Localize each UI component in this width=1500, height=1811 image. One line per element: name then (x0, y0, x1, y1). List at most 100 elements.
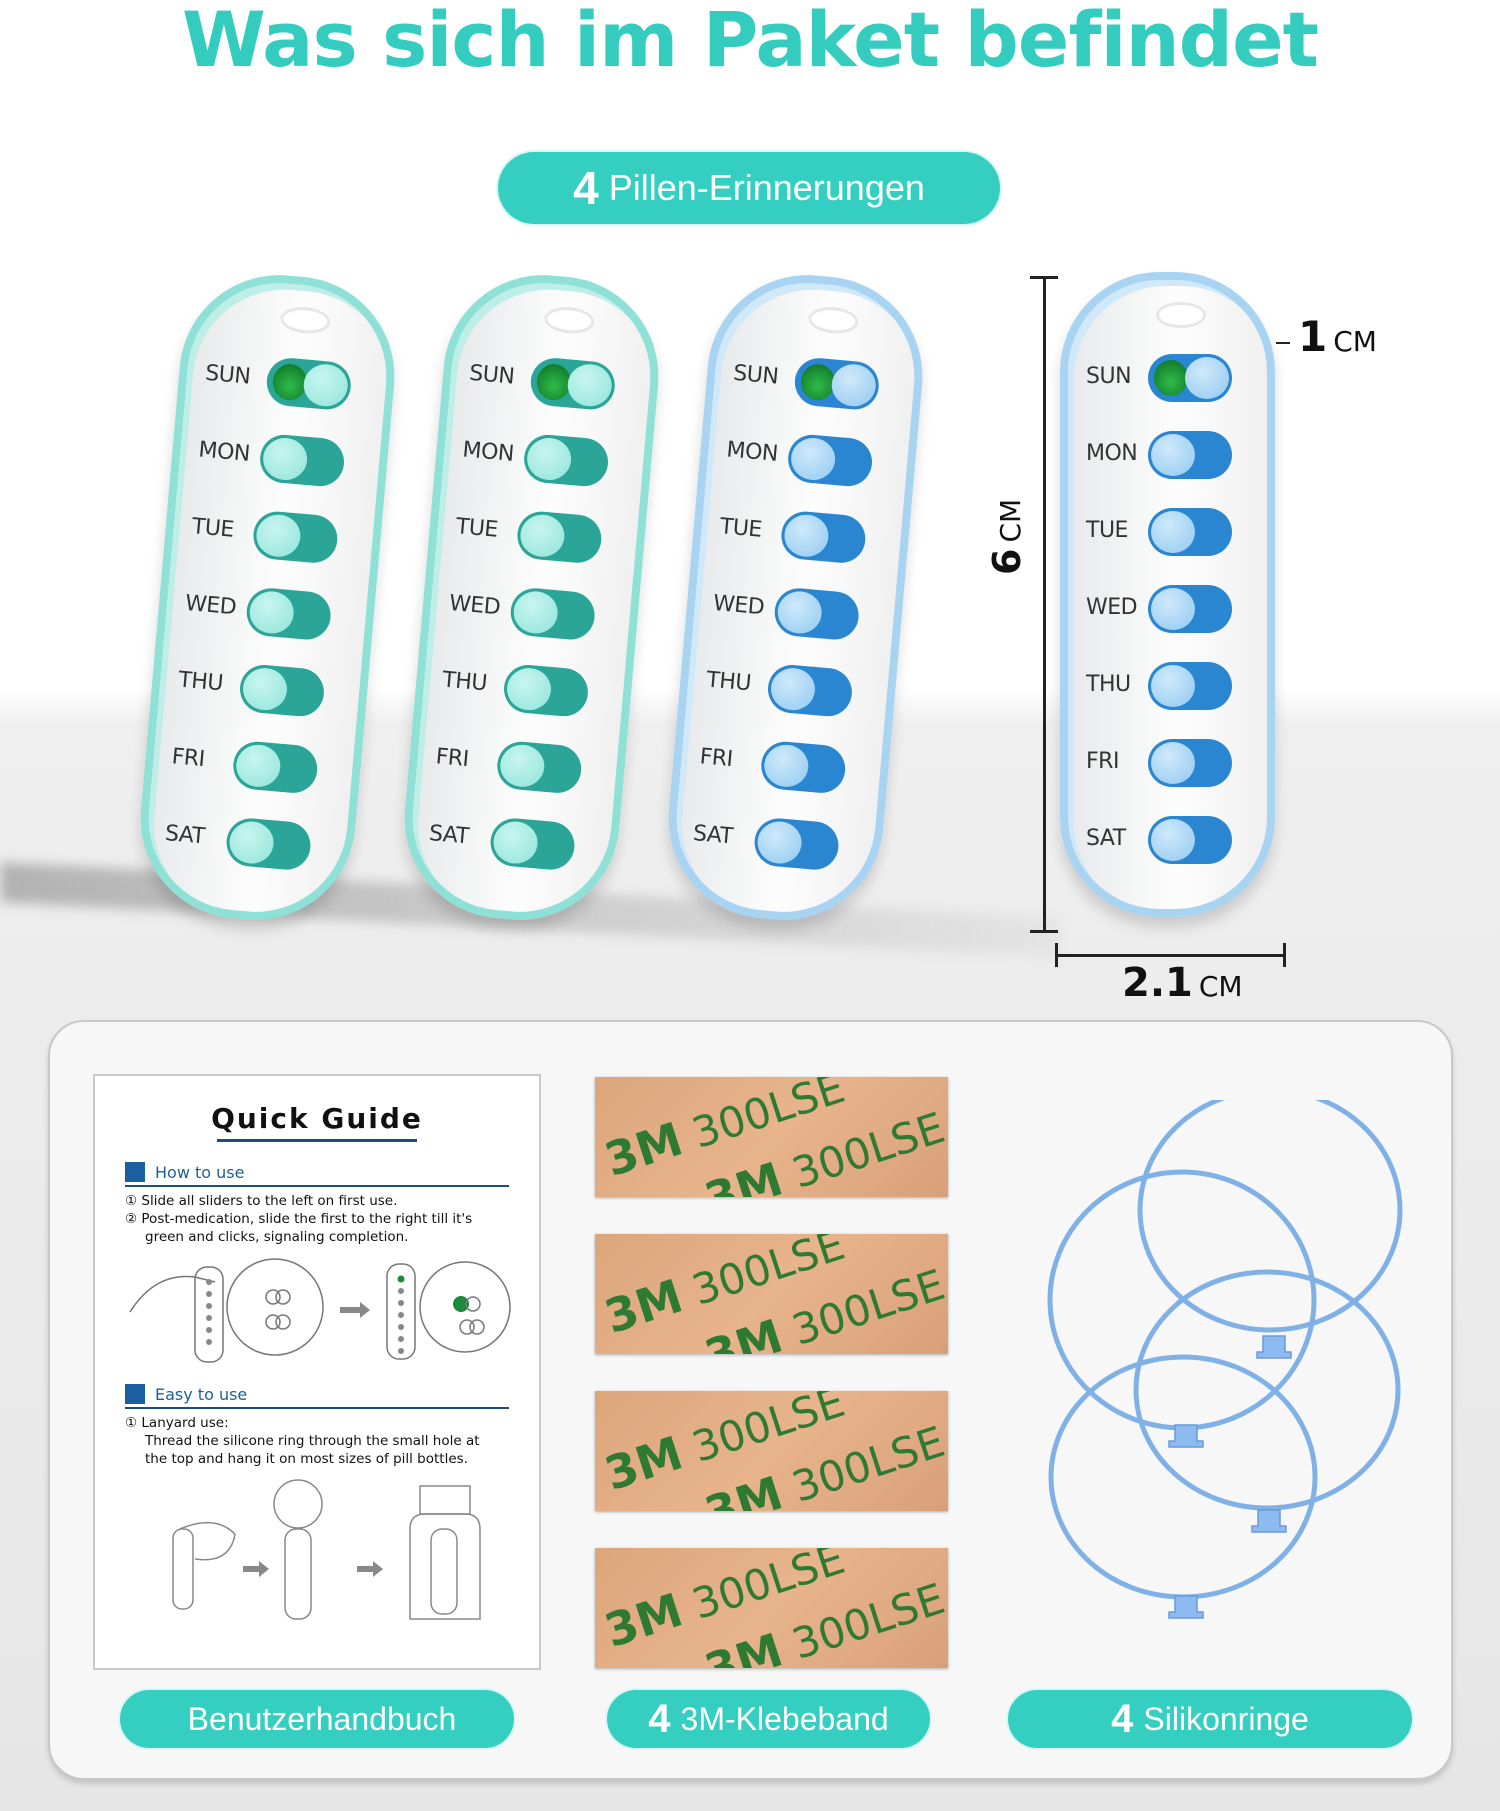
day-slot-wed: WED (693, 575, 896, 646)
day-slider[interactable] (264, 356, 353, 412)
day-label: THU (441, 667, 488, 697)
day-slider[interactable] (1148, 816, 1232, 864)
slider-knob[interactable] (789, 436, 837, 482)
slider-knob[interactable] (829, 362, 878, 409)
height-dimension-cap-top (1030, 276, 1058, 279)
day-label: WED (184, 590, 238, 621)
day-slider[interactable] (495, 739, 584, 795)
day-slot-tue: TUE (172, 499, 375, 570)
day-slider[interactable] (1148, 431, 1232, 479)
slider-knob[interactable] (511, 589, 560, 636)
how-to-step-2-cont: green and clicks, signaling completion. (145, 1229, 409, 1245)
top-badge-label: Pillen-Erinnerungen (608, 167, 925, 208)
day-slider[interactable] (779, 509, 868, 565)
slider-knob[interactable] (769, 666, 817, 712)
slider-knob[interactable] (491, 819, 540, 866)
slider-knob[interactable] (1151, 588, 1195, 630)
day-label: TUE (718, 514, 763, 543)
day-label: SAT (691, 821, 734, 850)
day-label: MON (1086, 441, 1138, 466)
slider-knob[interactable] (254, 512, 303, 559)
day-label: SUN (468, 360, 516, 390)
width-dimension-cap-left (1055, 943, 1058, 967)
day-label: TUE (190, 514, 235, 543)
day-slider[interactable] (1148, 739, 1232, 787)
day-slider[interactable] (1148, 662, 1232, 710)
slider-knob[interactable] (782, 512, 831, 559)
day-slot-fri: FRI (415, 729, 618, 800)
slider-knob[interactable] (301, 362, 350, 409)
slider-knob[interactable] (1151, 434, 1195, 476)
day-slot-mon: MON (1068, 427, 1267, 481)
day-slider[interactable] (786, 432, 875, 489)
day-slider[interactable] (488, 816, 577, 872)
day-slider[interactable] (522, 432, 611, 489)
day-slider[interactable] (231, 739, 320, 795)
day-slider[interactable] (1148, 508, 1232, 556)
slider-knob[interactable] (234, 743, 283, 789)
lanyard-hole (1156, 302, 1206, 328)
day-slider[interactable] (766, 663, 854, 719)
slider-knob[interactable] (505, 666, 553, 712)
day-label: SUN (732, 360, 780, 390)
day-slider[interactable] (508, 586, 597, 642)
day-slot-fri: FRI (1068, 735, 1267, 789)
slider-knob[interactable] (762, 743, 811, 789)
slider-knob[interactable] (775, 589, 824, 636)
day-slider[interactable] (752, 816, 841, 872)
day-slider[interactable] (244, 586, 333, 642)
day-slot-thu: THU (422, 652, 625, 723)
day-slider[interactable] (502, 663, 590, 719)
slider-usage-illustration (125, 1252, 511, 1372)
green-indicator-icon (271, 362, 309, 402)
day-slider[interactable] (515, 509, 604, 565)
easy-step-1-detail-cont: the top and hang it on most sizes of pil… (145, 1451, 468, 1467)
day-slider[interactable] (251, 509, 340, 565)
day-label: SAT (163, 821, 206, 850)
label-3m-tape: 4 3M-Klebeband (607, 1690, 930, 1748)
day-slider[interactable] (528, 356, 617, 412)
day-label: MON (725, 437, 779, 467)
title-underline (217, 1139, 417, 1142)
slider-knob[interactable] (227, 819, 276, 866)
day-slot-mon: MON (442, 422, 645, 493)
day-slot-fri: FRI (679, 729, 882, 800)
slider-knob[interactable] (1151, 742, 1195, 784)
slider-knob[interactable] (755, 819, 804, 866)
day-label: SAT (1086, 826, 1126, 851)
easy-step-1: ① Lanyard use: (125, 1415, 229, 1431)
lanyard-hole (543, 305, 596, 336)
slider-knob[interactable] (247, 589, 296, 636)
slider-knob[interactable] (1151, 665, 1195, 707)
day-slider[interactable] (224, 816, 313, 872)
day-slider[interactable] (759, 739, 848, 795)
day-slider[interactable] (1148, 585, 1232, 633)
slider-knob[interactable] (1151, 819, 1195, 861)
day-label: THU (177, 667, 224, 697)
slider-knob[interactable] (1151, 511, 1195, 553)
slider-knob[interactable] (565, 362, 614, 409)
day-slider[interactable] (258, 432, 347, 489)
slider-knob[interactable] (241, 666, 289, 712)
day-slot-thu: THU (686, 652, 889, 723)
day-slider[interactable] (792, 356, 881, 412)
day-slot-thu: THU (158, 652, 361, 723)
day-slot-tue: TUE (700, 499, 903, 570)
day-slider[interactable] (238, 663, 326, 719)
green-indicator-icon (535, 362, 573, 402)
width-dimension-line (1055, 954, 1285, 957)
slider-knob[interactable] (518, 512, 567, 559)
day-slot-sun: SUN (449, 345, 652, 416)
width-dimension-cap-right (1283, 943, 1286, 967)
lanyard-hole (279, 305, 332, 336)
slider-knob[interactable] (261, 436, 309, 482)
day-slider[interactable] (772, 586, 861, 642)
day-slider[interactable] (1148, 354, 1232, 402)
slider-knob[interactable] (525, 436, 573, 482)
day-label: TUE (1086, 518, 1128, 543)
slider-knob[interactable] (1185, 357, 1229, 399)
slider-knob[interactable] (498, 743, 547, 789)
